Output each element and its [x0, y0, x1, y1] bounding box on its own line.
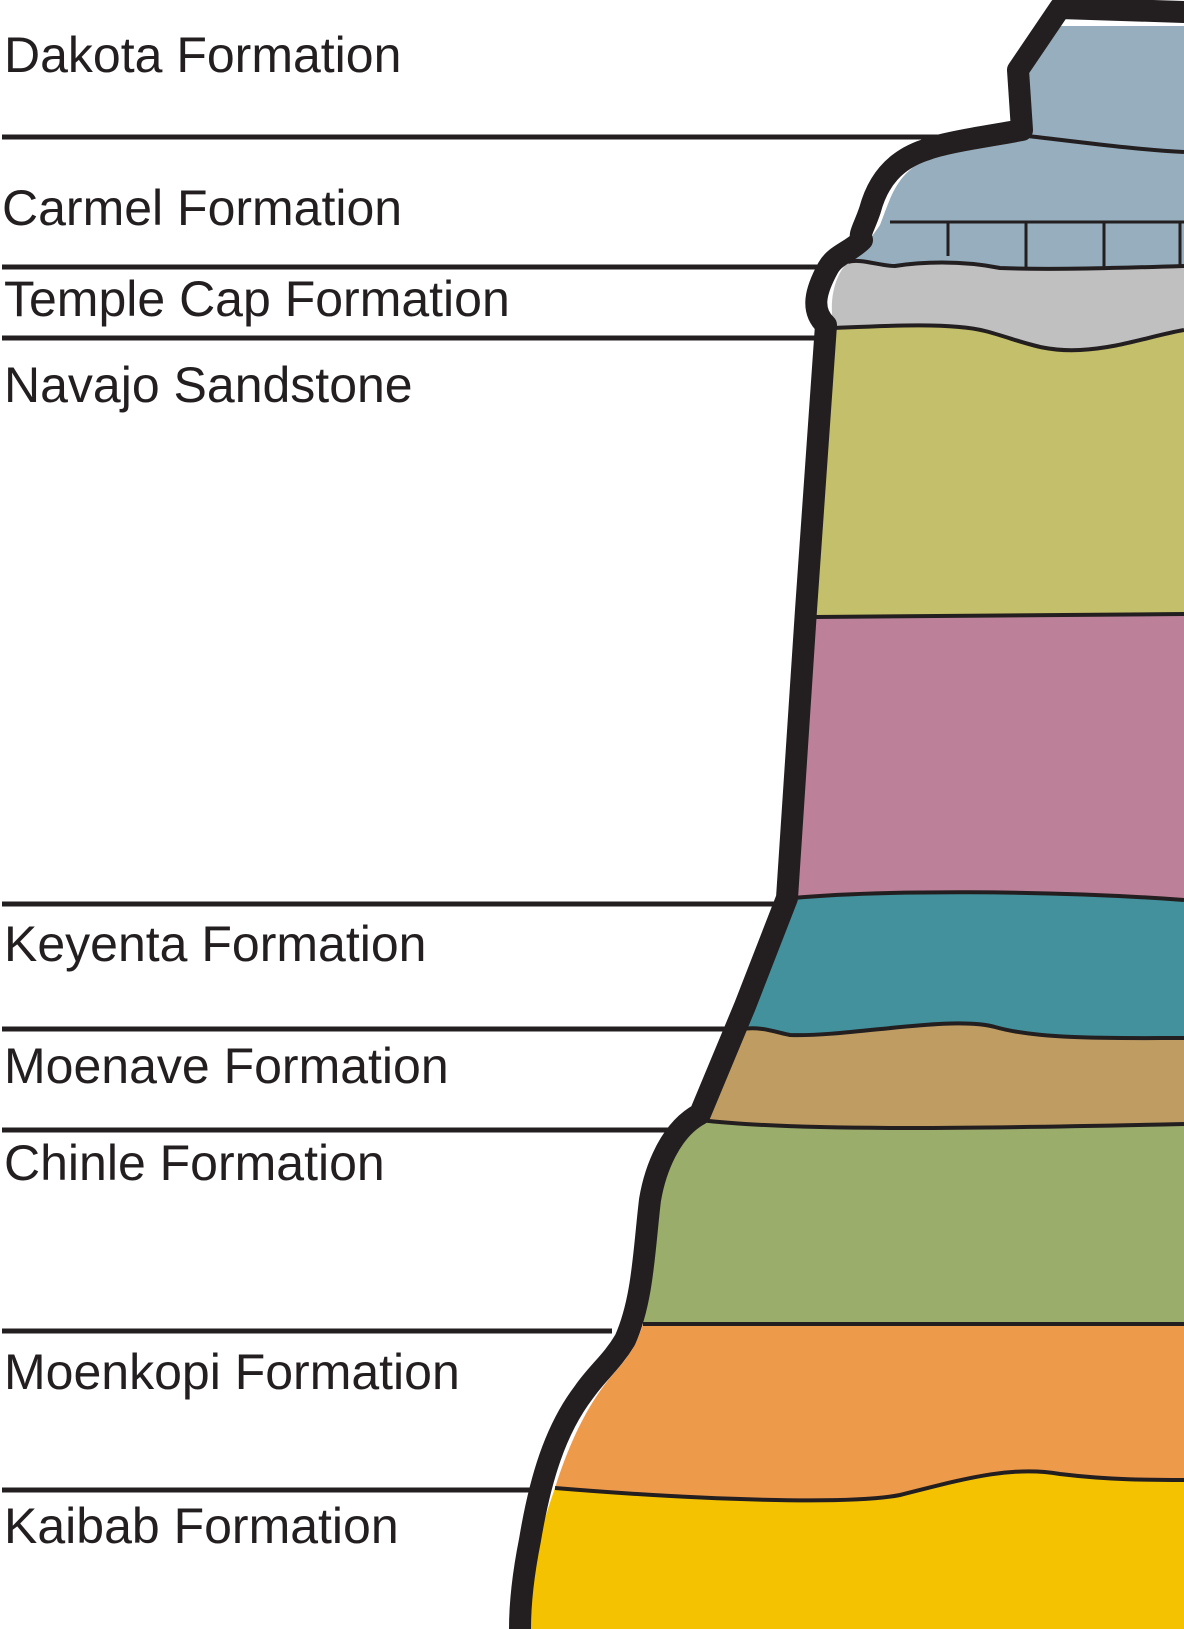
boundary-carmel-templecap	[847, 258, 1184, 271]
layer-carmel	[848, 136, 1184, 269]
label-carmel-formation: Carmel Formation	[2, 180, 402, 236]
label-navajo-sandstone: Navajo Sandstone	[4, 357, 413, 413]
boundary-templecap-navajo	[833, 323, 1184, 353]
boundary-keyenta-moenave	[741, 1021, 1184, 1041]
label-moenkopi-formation: Moenkopi Formation	[4, 1344, 460, 1400]
layer-navajo-lower	[793, 614, 1184, 900]
boundary-moenkopi-kaibab	[554, 1469, 1184, 1503]
boundary-navajo-keyenta	[792, 890, 1184, 902]
boundary-dakota-carmel	[1027, 134, 1184, 154]
layer-navajo	[815, 325, 1184, 617]
label-temple-cap-formation: Temple Cap Formation	[4, 271, 510, 327]
layer-templecap	[831, 260, 1184, 351]
boundary-moenave-chinle	[699, 1118, 1184, 1130]
layer-dakota	[1018, 26, 1184, 152]
layer-chinle	[643, 1120, 1184, 1324]
layer-kaibab	[520, 1471, 1184, 1629]
label-chinle-formation: Chinle Formation	[4, 1135, 385, 1191]
layer-keyenta	[742, 892, 1184, 1039]
label-moenave-formation: Moenave Formation	[4, 1038, 449, 1094]
label-keyenta-formation: Keyenta Formation	[4, 916, 426, 972]
layer-moenave	[700, 1023, 1184, 1128]
boundary-navajo-internal	[814, 612, 1184, 619]
label-kaibab-formation: Kaibab Formation	[4, 1498, 399, 1554]
label-dakota-formation: Dakota Formation	[4, 27, 401, 83]
layer-moenkopi	[555, 1324, 1184, 1501]
cliff-profile-outline	[509, 0, 1184, 1629]
